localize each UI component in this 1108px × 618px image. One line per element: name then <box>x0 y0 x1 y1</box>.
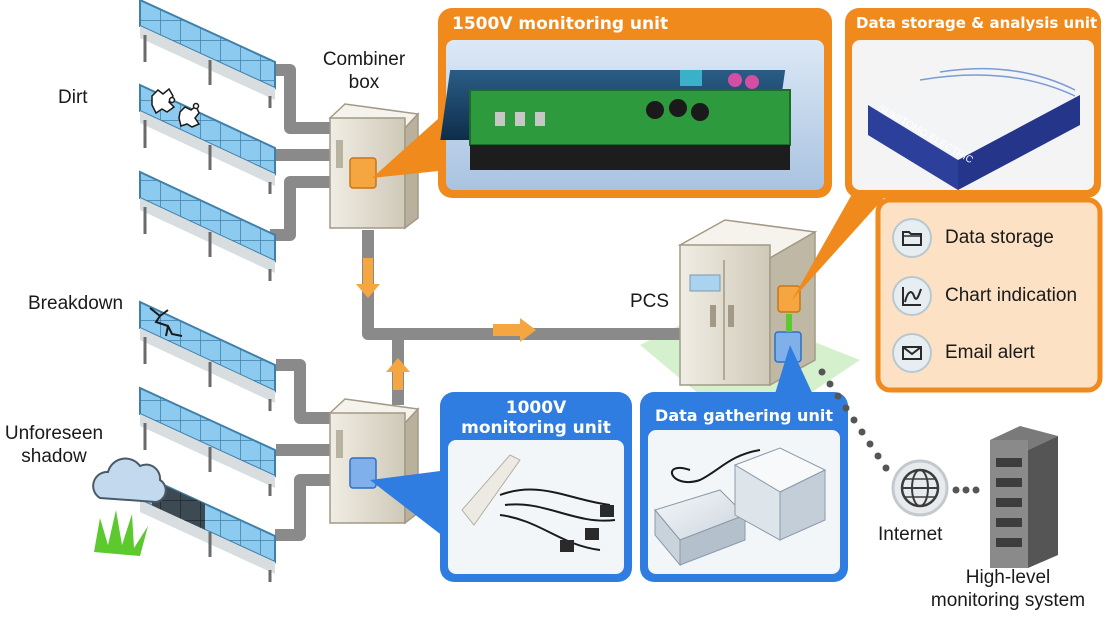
unit-1000v-title-line2: monitoring unit <box>461 418 611 438</box>
pv-array-4-breakdown <box>139 300 276 411</box>
unit-storage-title: Data storage & analysis unit <box>856 14 1098 32</box>
grass-icon <box>94 510 148 556</box>
unforeseen-label-line1: Unforeseen <box>4 423 104 444</box>
callout-1500v-pointer <box>372 110 448 178</box>
folder-icon <box>892 218 932 258</box>
arrow-right <box>493 318 536 342</box>
pcs-label: PCS <box>630 291 670 312</box>
feature-label: Chart indication <box>945 285 1078 306</box>
feature-label: Email alert <box>945 342 1035 363</box>
chart-icon <box>892 276 932 316</box>
high-level-label-line1: High-level <box>965 567 1051 588</box>
panel-storage-analysis: SUMITOMO ELECTRIC <box>845 8 1101 198</box>
unit-1000v-title-line1: 1000V <box>505 398 567 418</box>
combiner-box-label: Combiner box <box>314 48 414 94</box>
cloud-icon <box>92 457 167 504</box>
pv-array-5 <box>139 386 276 496</box>
callout-1000v-pointer <box>370 470 448 540</box>
panel-data-gathering <box>640 392 848 582</box>
high-level-label: High-level monitoring system <box>910 566 1106 612</box>
arrow-up <box>386 358 410 390</box>
combiner-box-bottom <box>328 398 420 525</box>
flow-arrows <box>356 258 536 390</box>
server-rack-icon <box>990 426 1058 568</box>
arrow-down <box>356 258 380 298</box>
unforeseen-label-line2: shadow <box>21 446 87 467</box>
feature-data-storage: Data storage <box>892 218 1092 258</box>
globe-icon <box>891 459 949 517</box>
dirt-label: Dirt <box>58 87 88 108</box>
breakdown-label: Breakdown <box>28 293 124 314</box>
high-level-label-line2: monitoring system <box>930 590 1086 611</box>
feature-chart-indication: Chart indication <box>892 276 1092 316</box>
pv-array-1 <box>139 0 276 108</box>
monitoring-unit-1000v-marker <box>349 457 377 489</box>
combiner-box-label-line1: Combiner <box>322 49 406 70</box>
unit-gathering-title: Data gathering unit <box>655 406 833 425</box>
combiner-box-top <box>328 103 420 230</box>
combiner-box-label-line2: box <box>348 72 380 93</box>
monitoring-unit-1500v-marker <box>349 157 377 189</box>
storage-unit-marker <box>777 285 801 313</box>
panel-1500v <box>438 8 832 198</box>
unit-1000v-title: 1000V monitoring unit <box>440 398 632 438</box>
dc-wiring <box>268 64 688 541</box>
feature-box <box>875 197 1103 393</box>
internet-link <box>818 368 980 494</box>
unit-1500v-title: 1500V monitoring unit <box>452 14 669 34</box>
feature-label: Data storage <box>945 227 1054 248</box>
email-icon <box>892 333 932 373</box>
unforeseen-shadow-label: Unforeseen shadow <box>2 422 106 468</box>
pcs-cabinet <box>677 219 818 387</box>
pv-array-3 <box>139 170 276 281</box>
crack-mark <box>149 307 183 337</box>
panel-1000v <box>440 392 632 582</box>
pv-array-2-dirt <box>139 83 276 194</box>
callout-storage-pointer <box>792 180 900 300</box>
internet-label: Internet <box>878 524 943 545</box>
dirt-marks <box>151 87 201 128</box>
feature-email-alert: Email alert <box>892 333 1092 373</box>
